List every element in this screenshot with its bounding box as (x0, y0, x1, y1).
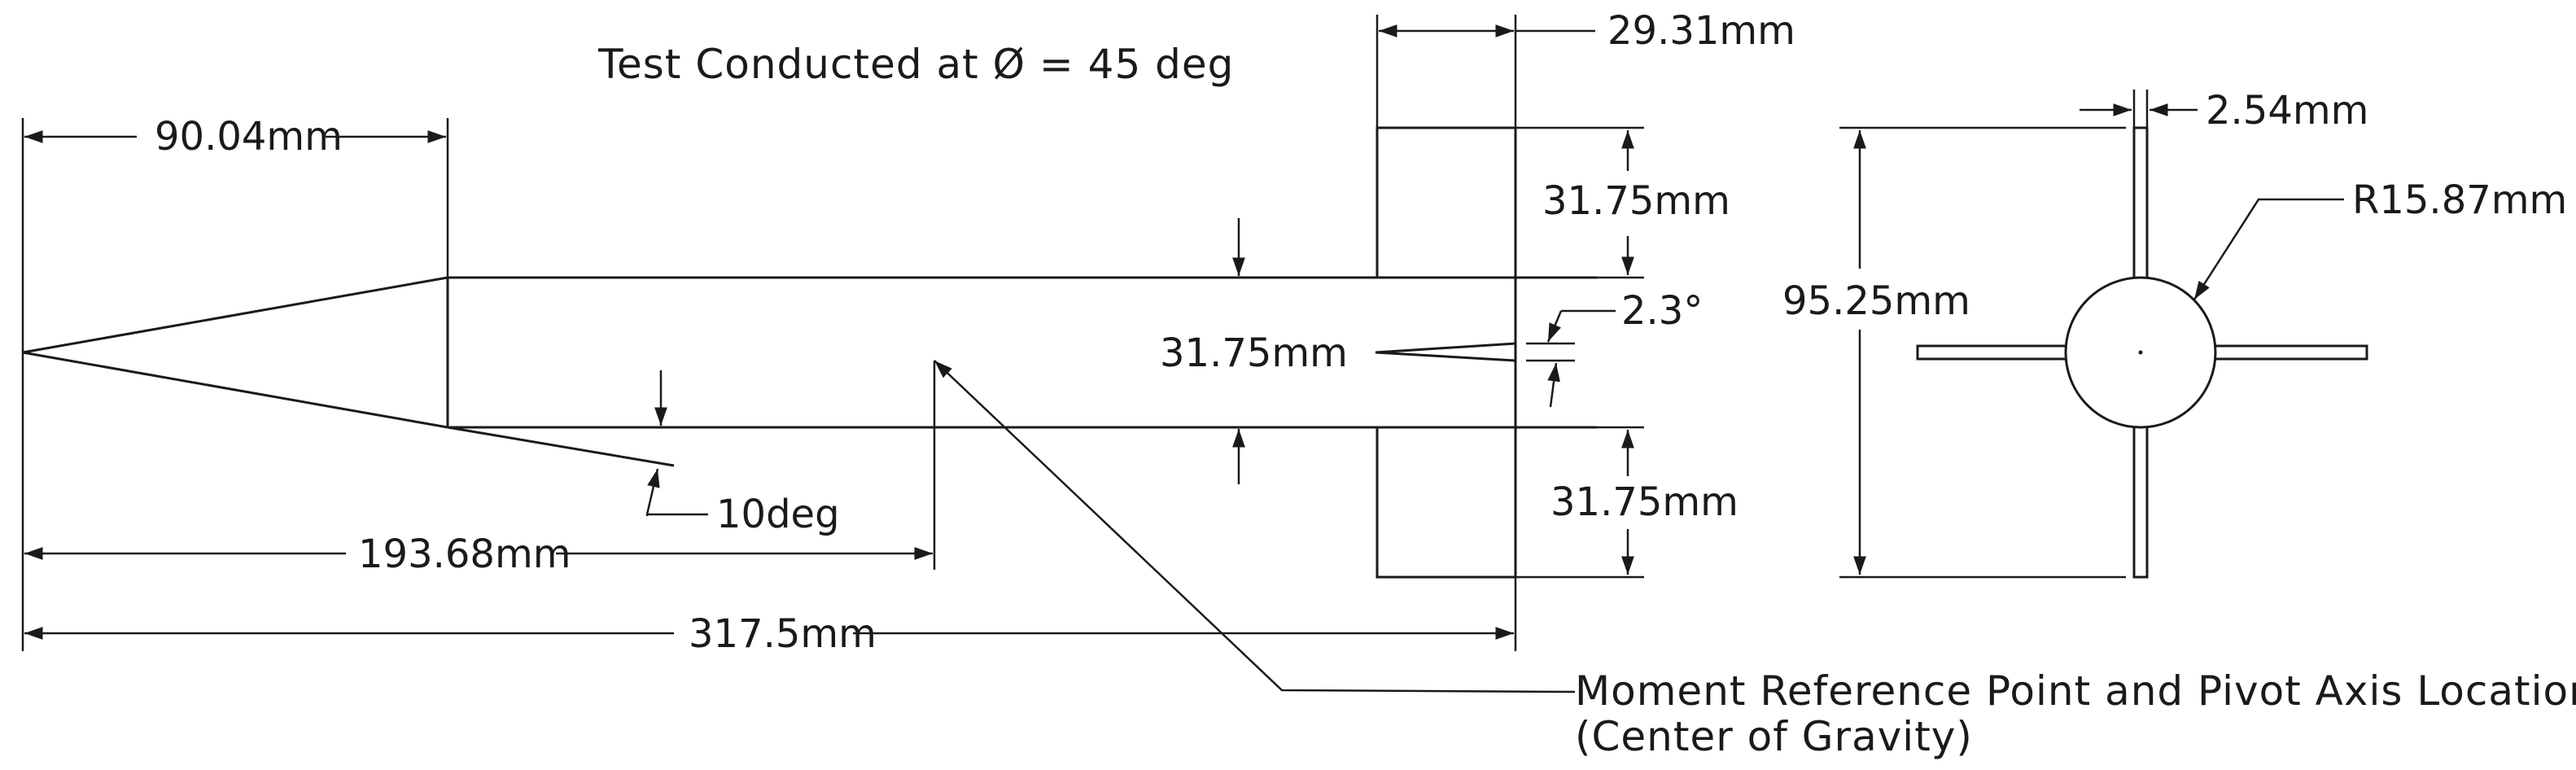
cg-annotation-line2: (Center of Gravity) (1575, 713, 1973, 760)
dim-body-diameter: 31.75mm (1160, 218, 1348, 484)
boattail-angle-label: 10deg (716, 492, 840, 537)
fin-chord-label: 29.31mm (1607, 8, 1795, 54)
dim-body-radius: R15.87mm (2193, 177, 2567, 300)
dim-nose-length: 90.04mm (21, 114, 449, 651)
dim-cg-location: 193.68mm (24, 361, 936, 577)
boattail-reference-line (447, 426, 675, 467)
body-radius-label: R15.87mm (2352, 177, 2567, 223)
dim-fin-span-bottom: 31.75mm (1515, 426, 1738, 579)
dim-fin-span-top: 31.75mm (1515, 126, 1730, 279)
dim-overall-length: 317.5mm (24, 577, 1517, 657)
nose-cone-outline (22, 276, 448, 429)
dim-fin-chord: 29.31mm (1375, 8, 1795, 128)
fin-bottom-side (1375, 426, 1517, 579)
fin-thickness-label: 2.54mm (2206, 88, 2368, 133)
fin-wedge-angle-label: 2.3° (1621, 288, 1703, 334)
dim-boattail-angle: 10deg (645, 370, 840, 537)
cg-leader: Moment Reference Point and Pivot Axis Lo… (934, 360, 2576, 760)
cg-location-label: 193.68mm (358, 532, 571, 577)
fin-top-side (1375, 126, 1517, 279)
drawing-title: Test Conducted at Ø = 45 deg (597, 41, 1234, 88)
center-point (2138, 350, 2143, 355)
fin-wedge-taper (1375, 342, 1516, 362)
total-span-label: 95.25mm (1782, 278, 1970, 324)
body-diameter-label: 31.75mm (1160, 330, 1348, 376)
fin-span-bottom-label: 31.75mm (1550, 479, 1738, 525)
nose-length-label: 90.04mm (155, 114, 343, 160)
dim-fin-thickness: 2.54mm (2080, 88, 2368, 133)
fin-span-top-label: 31.75mm (1542, 178, 1730, 224)
end-view (1916, 126, 2368, 579)
dim-fin-wedge-angle: 2.3° (1526, 288, 1703, 408)
dim-total-span: 95.25mm (1782, 126, 2126, 579)
overall-length-label: 317.5mm (689, 611, 877, 657)
side-view (22, 126, 1597, 579)
cg-annotation-line1: Moment Reference Point and Pivot Axis Lo… (1575, 667, 2576, 715)
